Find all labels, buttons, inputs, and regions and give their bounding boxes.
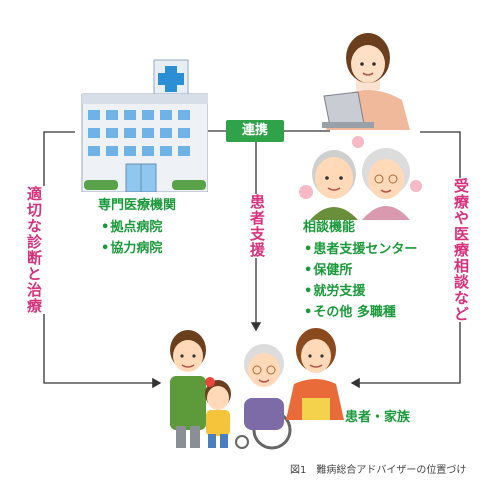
hospital-item-kyoryoku: 協力病院 [101, 240, 162, 258]
renkei-badge: 連携 [226, 120, 284, 142]
elderly-couple-icon [299, 136, 422, 220]
hospital-item-kyoten: 拠点病院 [101, 219, 162, 237]
consultation-item-other: その他 多職種 [304, 304, 396, 322]
advisor-at-laptop-icon [322, 33, 410, 130]
figure-caption: 図1 難病総合アドバイザーの位置づけ [290, 465, 467, 476]
patients-family-label: 患者・家族 [345, 410, 411, 425]
left-vertical-label: 適切な診断と治療 [24, 186, 45, 314]
hospital-title: 専門医療機関 [98, 198, 177, 213]
hospital-building-icon [81, 59, 208, 192]
consultation-title: 相談機能 [303, 220, 356, 235]
center-vertical-label: 患者支援 [247, 194, 268, 258]
right-vertical-label: 受療や医療相談など [451, 178, 472, 322]
consultation-item-support-center: 患者支援センター [304, 241, 417, 259]
consultation-item-employment: 就労支援 [304, 283, 365, 301]
family-with-wheelchair-icon [170, 328, 344, 450]
consultation-item-health-center: 保健所 [304, 262, 352, 280]
